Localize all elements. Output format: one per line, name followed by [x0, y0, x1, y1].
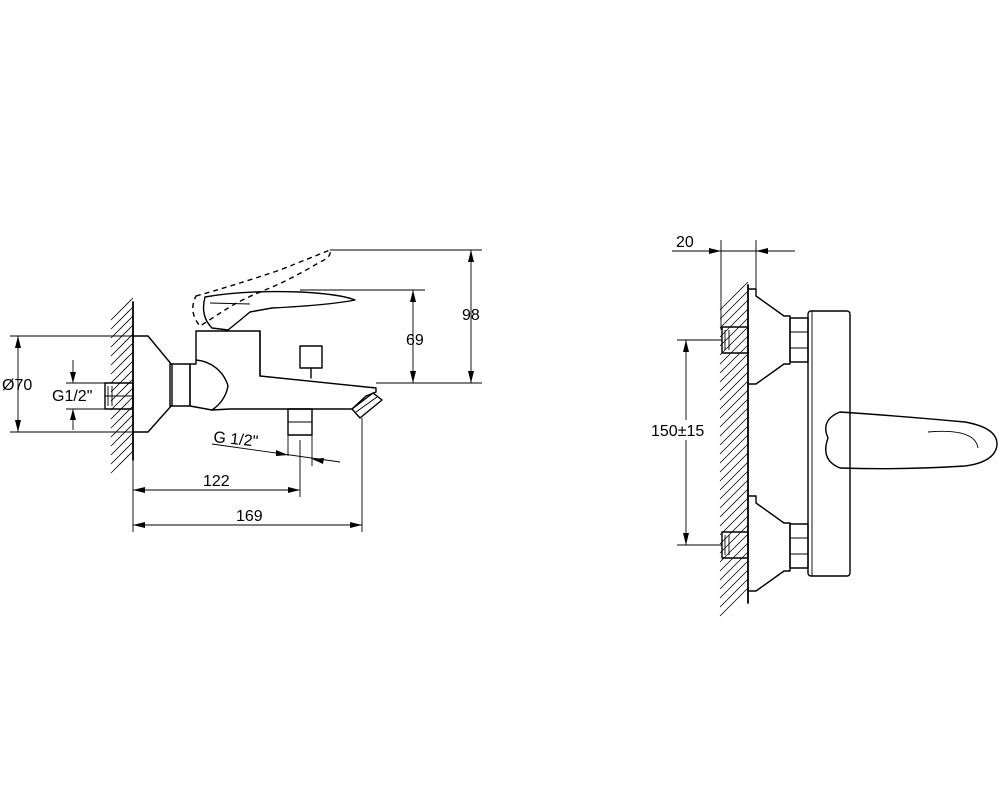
wall-hatch-line: [719, 281, 749, 311]
wall-hatch-line: [110, 432, 134, 456]
wall-hatch-line: [719, 362, 749, 392]
dim-inlet-thread: G1/2": [52, 360, 105, 430]
wall-hatch-line: [719, 290, 749, 320]
wall-hatch-line: [110, 315, 134, 339]
wall-hatch-line: [719, 398, 749, 428]
dim-total-depth: 169: [133, 418, 363, 532]
dim-wall-offset-label: 20: [676, 234, 694, 251]
wall-hatch-line: [110, 387, 134, 411]
wall-hatch-line: [719, 326, 749, 356]
front-body: [807, 310, 851, 577]
dim-height-total: 98: [330, 249, 482, 384]
wall-hatch-line: [719, 389, 749, 419]
spout-aerator: [351, 392, 383, 419]
dim-center-distance: 150±15: [651, 339, 722, 546]
wall-hatch-line: [110, 297, 134, 321]
wall-hatch-line: [719, 497, 749, 527]
dim-height-total-label: 98: [462, 307, 480, 324]
wall-hatch-line: [110, 396, 134, 420]
inlet-connector: [104, 382, 134, 410]
wall-hatch-line: [719, 461, 749, 491]
wall-hatch-line: [719, 317, 749, 347]
front-wall: [719, 281, 749, 617]
wall-hatch-line: [719, 434, 749, 464]
side-rosette: [132, 335, 173, 433]
wall-hatch-line: [719, 443, 749, 473]
wall-hatch-line: [719, 335, 749, 365]
wall-hatch-line: [719, 524, 749, 554]
wall-hatch-line: [719, 452, 749, 482]
mixer-body: [189, 330, 377, 411]
diverter-knob: [299, 345, 323, 379]
front-inlet-bottom: [721, 531, 749, 559]
wall-hatch-line: [110, 333, 134, 357]
front-nut-top: [789, 317, 809, 363]
wall-hatch-line: [719, 344, 749, 374]
wall-hatch-line: [110, 450, 134, 474]
dim-outlet-distance-label: 122: [203, 473, 230, 490]
wall-hatch-line: [110, 414, 134, 438]
wall-hatch-line: [110, 360, 134, 384]
side-nut: [169, 363, 191, 407]
dim-height-body: 69: [300, 289, 425, 384]
dim-diameter-label: Ø70: [2, 377, 32, 394]
wall-hatch-line: [110, 369, 134, 393]
dim-center-distance-label: 150±15: [651, 423, 704, 440]
wall-hatch-line: [719, 425, 749, 455]
wall-hatch-line: [719, 506, 749, 536]
wall-hatch-line: [110, 342, 134, 366]
front-lever: [825, 411, 998, 470]
front-rosette-top: [747, 288, 791, 385]
wall-hatch-line: [110, 306, 134, 330]
wall-hatch-line: [110, 441, 134, 465]
wall-hatch-line: [110, 423, 134, 447]
dim-total-depth-label: 169: [236, 508, 263, 525]
front-nut-bottom: [789, 523, 809, 569]
dim-inlet-thread-label: G1/2": [52, 388, 92, 405]
wall-hatch-line: [719, 560, 749, 590]
dim-outlet-thread-label: G 1/2": [213, 429, 259, 451]
dim-wall-offset: 20: [672, 234, 795, 330]
wall-hatch-line: [719, 542, 749, 572]
wall-hatch-line: [719, 353, 749, 383]
dim-outlet-distance: 122: [132, 440, 301, 532]
wall-hatch-line: [719, 488, 749, 518]
wall-hatch-line: [719, 407, 749, 437]
wall-hatch-line: [719, 308, 749, 338]
front-rosette-bottom: [747, 495, 791, 592]
side-wall: [110, 297, 134, 474]
wall-hatch-line: [719, 569, 749, 599]
dim-diameter: Ø70: [2, 335, 140, 433]
cartridge-round: [195, 359, 229, 411]
wall-hatch-line: [110, 351, 134, 375]
wall-hatch-line: [719, 299, 749, 329]
wall-hatch-line: [719, 371, 749, 401]
front-view: 20 150±15: [651, 234, 998, 617]
wall-hatch-line: [719, 479, 749, 509]
wall-hatch-line: [719, 587, 749, 617]
side-view: Ø70 G1/2" 69 98: [2, 249, 482, 532]
lever-open-position: [192, 249, 331, 327]
wall-hatch-line: [719, 578, 749, 608]
lever-handle: [202, 290, 356, 331]
wall-hatch-line: [719, 416, 749, 446]
wall-hatch-line: [719, 380, 749, 410]
dim-height-body-label: 69: [406, 332, 424, 349]
dim-outlet-thread: G 1/2": [211, 429, 341, 466]
wall-hatch-line: [719, 551, 749, 581]
wall-hatch-line: [719, 515, 749, 545]
wall-hatch-line: [719, 470, 749, 500]
